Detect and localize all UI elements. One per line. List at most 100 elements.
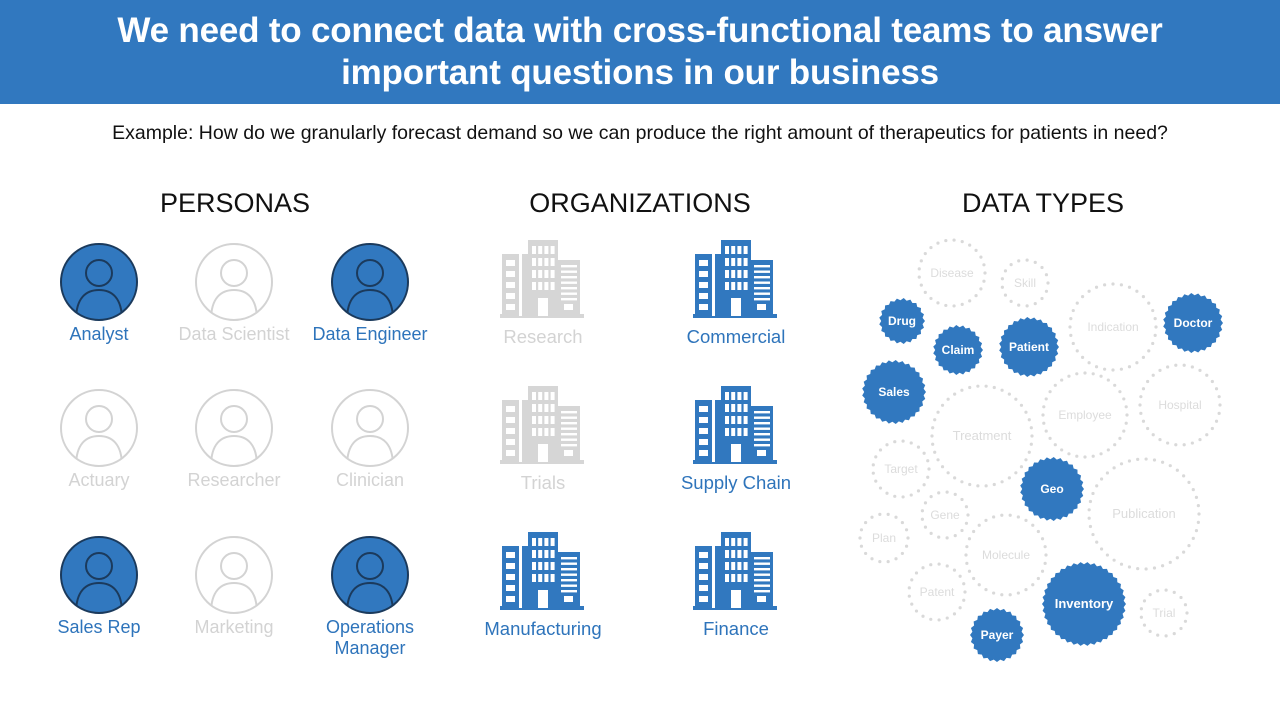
bubble-dot bbox=[1156, 589, 1160, 593]
bubble-dot bbox=[962, 582, 966, 586]
bubble-dot bbox=[1127, 459, 1132, 463]
bubble-dot bbox=[965, 545, 969, 549]
persona-actuary[interactable]: Actuary bbox=[29, 388, 169, 491]
data-type-trial[interactable]: Trial bbox=[1139, 588, 1189, 638]
bubble-dot bbox=[870, 515, 874, 519]
header-banner: We need to connect data with cross-funct… bbox=[0, 0, 1280, 104]
data-type-plan[interactable]: Plan bbox=[858, 512, 910, 564]
bubble-dot bbox=[1210, 426, 1214, 431]
data-type-publication[interactable]: Publication bbox=[1087, 457, 1201, 571]
bubble-dot bbox=[972, 529, 976, 534]
bubble-dot bbox=[953, 533, 957, 538]
bubble-dot bbox=[936, 241, 940, 245]
data-type-inventory[interactable]: Inventory bbox=[1042, 562, 1126, 646]
bubble-dot bbox=[1141, 387, 1146, 391]
bubble-dot bbox=[1000, 277, 1004, 281]
bubble-dot bbox=[916, 445, 921, 449]
data-type-molecule[interactable]: Molecule bbox=[964, 513, 1048, 597]
data-type-label: Drug bbox=[888, 314, 916, 328]
bubble-dot bbox=[929, 617, 933, 621]
bubble-dot bbox=[1182, 443, 1186, 447]
bubble-dot bbox=[945, 536, 949, 540]
bubble-dot bbox=[1217, 395, 1221, 399]
data-type-payer[interactable]: Payer bbox=[970, 608, 1024, 662]
persona-clinician[interactable]: Clinician bbox=[300, 388, 440, 491]
data-type-drug[interactable]: Drug bbox=[879, 298, 925, 344]
bubble-dot bbox=[1175, 468, 1179, 472]
data-type-label: Skill bbox=[1014, 276, 1036, 290]
persona-sales-rep[interactable]: Sales Rep bbox=[29, 535, 169, 638]
data-type-skill[interactable]: Skill bbox=[1000, 258, 1050, 308]
org-trials[interactable]: Trials bbox=[453, 384, 633, 494]
org-label: Research bbox=[503, 326, 583, 347]
org-supply-chain[interactable]: Supply Chain bbox=[646, 384, 826, 494]
bubble-dot bbox=[1144, 457, 1148, 461]
bubble-dot bbox=[1067, 452, 1071, 456]
data-type-disease[interactable]: Disease bbox=[917, 238, 987, 308]
data-type-geo[interactable]: Geo bbox=[1020, 457, 1084, 521]
bubble-shape bbox=[862, 360, 926, 424]
data-type-target[interactable]: Target bbox=[871, 439, 931, 499]
org-finance[interactable]: Finance bbox=[646, 530, 826, 640]
bubble-dot bbox=[922, 451, 926, 455]
bubble-dot bbox=[1044, 289, 1049, 293]
bubble-dot bbox=[1083, 371, 1087, 375]
bubble-dot bbox=[1025, 258, 1029, 262]
user-icon bbox=[331, 536, 409, 614]
data-type-employee[interactable]: Employee bbox=[1041, 371, 1129, 459]
bubble-dot bbox=[1087, 361, 1091, 365]
bubble-dot bbox=[920, 517, 924, 521]
bubble-dot bbox=[864, 520, 868, 525]
bubble-dot bbox=[1214, 387, 1219, 391]
org-manufacturing[interactable]: Manufacturing bbox=[453, 530, 633, 640]
bubble-dot bbox=[1164, 588, 1168, 592]
data-type-patent[interactable]: Patent bbox=[907, 562, 967, 622]
bubble-dot bbox=[1158, 368, 1162, 372]
data-type-hospital[interactable]: Hospital bbox=[1138, 363, 1222, 447]
bubble-dot bbox=[1124, 405, 1128, 409]
persona-analyst[interactable]: Analyst bbox=[29, 242, 169, 345]
bubble-dot bbox=[922, 483, 926, 487]
bubble-dot bbox=[858, 536, 862, 540]
bubble-dot bbox=[1106, 448, 1110, 452]
persona-operations-manager[interactable]: Operations Manager bbox=[300, 535, 440, 659]
persona-marketing[interactable]: Marketing bbox=[164, 535, 304, 638]
bubble-dot bbox=[1152, 458, 1157, 462]
bubble-dot bbox=[1017, 303, 1021, 307]
bubble-dot bbox=[974, 248, 978, 253]
data-type-label: Employee bbox=[1058, 408, 1112, 422]
bubble-dot bbox=[1194, 495, 1199, 500]
data-type-gene[interactable]: Gene bbox=[920, 490, 970, 540]
org-research[interactable]: Research bbox=[453, 238, 633, 348]
persona-data-scientist[interactable]: Data Scientist bbox=[164, 242, 304, 345]
building-icon bbox=[693, 240, 777, 318]
bubble-dot bbox=[1030, 434, 1034, 438]
bubble-dot bbox=[1111, 368, 1115, 372]
data-type-treatment[interactable]: Treatment bbox=[930, 384, 1034, 488]
bubble-dot bbox=[1105, 471, 1110, 475]
data-type-sales[interactable]: Sales bbox=[862, 360, 926, 424]
bubble-dot bbox=[871, 471, 875, 475]
org-commercial[interactable]: Commercial bbox=[646, 238, 826, 348]
bubble-dot bbox=[952, 238, 956, 242]
bubble-dot bbox=[1179, 626, 1183, 631]
bubble-dot bbox=[1190, 365, 1194, 369]
data-type-label: Disease bbox=[930, 266, 974, 280]
data-type-claim[interactable]: Claim bbox=[933, 325, 983, 375]
data-type-patient[interactable]: Patient bbox=[999, 317, 1059, 377]
bubble-dot bbox=[1040, 537, 1045, 541]
bubble-dot bbox=[1142, 599, 1147, 603]
bubble-dot bbox=[929, 245, 933, 250]
bubble-dot bbox=[952, 612, 957, 616]
bubble-dot bbox=[1187, 480, 1191, 484]
persona-researcher[interactable]: Researcher bbox=[164, 388, 304, 491]
persona-data-engineer[interactable]: Data Engineer bbox=[300, 242, 440, 345]
bubble-dot bbox=[874, 479, 878, 483]
bubble-dot bbox=[1019, 465, 1024, 469]
data-type-doctor[interactable]: Doctor bbox=[1163, 293, 1223, 353]
bubble-dot bbox=[1091, 532, 1095, 537]
bubble-dot bbox=[1135, 361, 1139, 365]
data-type-indication[interactable]: Indication bbox=[1068, 282, 1158, 372]
bubble-dot bbox=[1075, 301, 1079, 305]
persona-label: Operations Manager bbox=[325, 617, 415, 658]
